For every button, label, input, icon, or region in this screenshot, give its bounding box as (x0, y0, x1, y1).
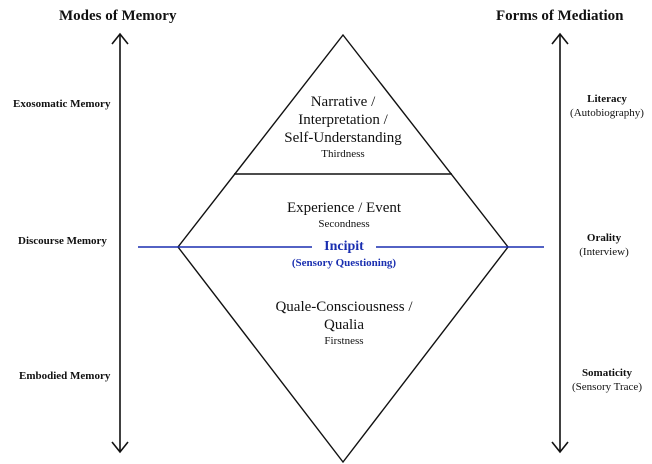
interpretation-line: Interpretation / (298, 112, 388, 128)
firstness-label: Firstness (324, 335, 364, 347)
right-header: Forms of Mediation (496, 8, 624, 24)
exosomatic-memory-label: Exosomatic Memory (13, 98, 111, 110)
orality-label: Orality (Interview) (579, 231, 628, 259)
right-axis-arrow (551, 32, 569, 454)
somaticity-sub: (Sensory Trace) (572, 381, 642, 393)
left-axis-arrow (111, 32, 129, 454)
orality-main: Orality (586, 232, 622, 244)
literacy-label: Literacy (Autobiography) (570, 92, 644, 120)
incipit-title: Incipit (324, 239, 364, 254)
secondness-label: Secondness (318, 218, 370, 230)
diamond-shape (177, 33, 509, 464)
orality-sub: (Interview) (579, 246, 629, 258)
thirdness-block: Narrative / Interpretation / Self-Unders… (284, 93, 401, 161)
embodied-memory-label: Embodied Memory (19, 370, 111, 382)
incipit-sub: (Sensory Questioning) (291, 257, 397, 269)
secondness-block: Experience / Event Secondness (287, 199, 401, 231)
incipit-block: Incipit (Sensory Questioning) (292, 238, 396, 270)
thirdness-label: Thirdness (321, 148, 365, 160)
self-understanding-line: Self-Understanding (284, 130, 402, 146)
narrative-line: Narrative / (310, 94, 376, 110)
firstness-block: Quale-Consciousness / Qualia Firstness (275, 298, 412, 348)
literacy-main: Literacy (587, 93, 627, 105)
somaticity-main: Somaticity (581, 367, 633, 379)
quale-consciousness-line: Quale-Consciousness / (275, 299, 413, 315)
literacy-sub: (Autobiography) (570, 107, 644, 119)
qualia-line: Qualia (324, 317, 364, 333)
left-header: Modes of Memory (59, 8, 177, 24)
somaticity-label: Somaticity (Sensory Trace) (572, 366, 642, 394)
experience-event-line: Experience / Event (286, 200, 402, 216)
discourse-memory-label: Discourse Memory (18, 235, 107, 247)
